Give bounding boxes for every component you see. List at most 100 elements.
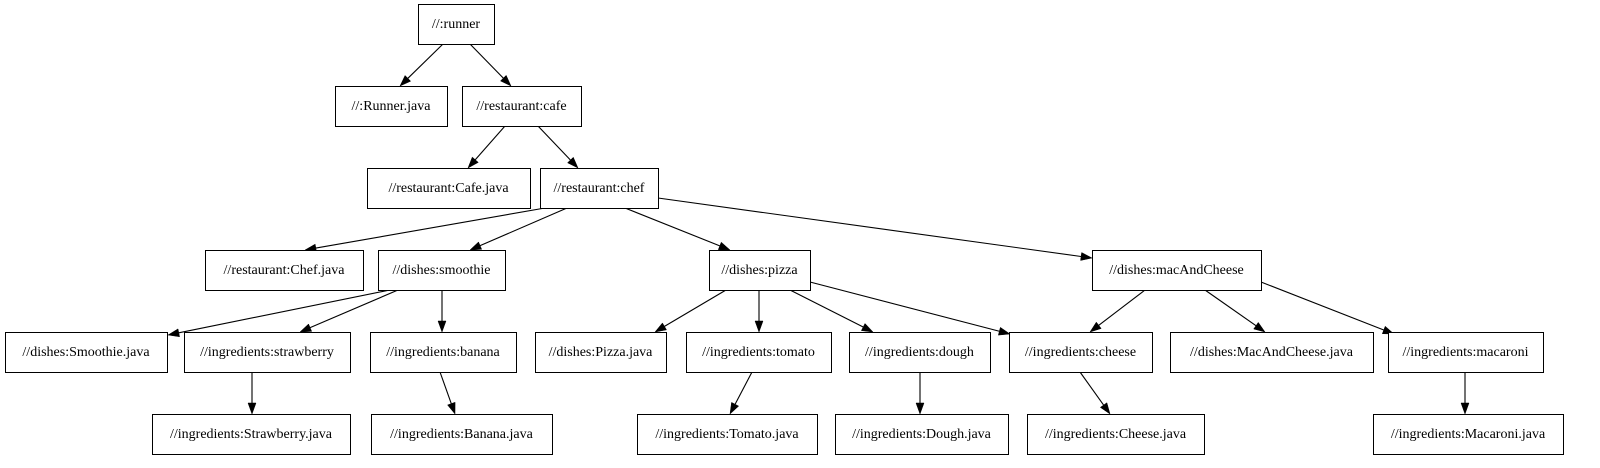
node-box[interactable] <box>637 414 818 455</box>
graph-node[interactable]: //dishes:Pizza.java <box>535 332 667 373</box>
graph-edge <box>167 289 391 338</box>
node-label: //ingredients:dough <box>865 345 974 360</box>
node-box[interactable] <box>709 250 811 291</box>
node-box[interactable] <box>1027 414 1205 455</box>
graph-node[interactable]: //restaurant:chef <box>540 168 659 209</box>
graph-edge <box>1079 371 1111 415</box>
edge-arrowhead-icon <box>167 328 180 338</box>
graph-node[interactable]: //restaurant:Cafe.java <box>367 168 531 209</box>
graph-node[interactable]: //restaurant:cafe <box>462 86 582 127</box>
node-box[interactable] <box>5 332 168 373</box>
node-box[interactable] <box>849 332 991 373</box>
graph-node[interactable]: //:runner <box>418 4 495 45</box>
edge-arrowhead-icon <box>469 241 483 251</box>
node-box[interactable] <box>1388 332 1544 373</box>
edge-line <box>657 197 1082 258</box>
edge-line <box>469 43 504 79</box>
edge-line <box>734 371 753 405</box>
graph-edge <box>1460 372 1470 415</box>
graph-edge <box>399 43 444 87</box>
graph-node[interactable]: //dishes:pizza <box>709 250 811 291</box>
graph-node[interactable]: //restaurant:Chef.java <box>205 250 364 291</box>
node-box[interactable] <box>371 414 553 455</box>
node-label: //ingredients:cheese <box>1025 345 1136 360</box>
graph-node[interactable]: //ingredients:Tomato.java <box>637 414 818 455</box>
edge-arrowhead-icon <box>754 320 764 333</box>
graph-node[interactable]: //ingredients:tomato <box>686 332 832 373</box>
graph-node[interactable]: //:Runner.java <box>335 86 448 127</box>
node-label: //:runner <box>432 17 481 32</box>
graph-node[interactable]: //dishes:smoothie <box>378 250 506 291</box>
graph-edge <box>789 289 874 333</box>
node-label: //ingredients:tomato <box>702 345 815 360</box>
edge-arrowhead-icon <box>915 402 925 415</box>
node-box[interactable] <box>1373 414 1564 455</box>
node-label: //dishes:MacAndCheese.java <box>1190 345 1354 360</box>
edge-arrowhead-icon <box>247 402 257 415</box>
node-box[interactable] <box>535 332 667 373</box>
node-label: //ingredients:Macaroni.java <box>1391 427 1546 442</box>
edge-line <box>809 281 1000 332</box>
node-label: //dishes:pizza <box>721 263 798 278</box>
node-box[interactable] <box>184 332 351 373</box>
node-box[interactable] <box>462 86 582 127</box>
edge-line <box>178 289 391 334</box>
edge-arrowhead-icon <box>567 156 579 169</box>
graph-node[interactable]: //dishes:Smoothie.java <box>5 332 168 373</box>
edge-line <box>1204 289 1257 327</box>
node-box[interactable] <box>205 250 364 291</box>
edge-arrowhead-icon <box>1099 402 1111 415</box>
node-label: //restaurant:Chef.java <box>224 263 346 278</box>
graph-edge <box>754 290 764 333</box>
node-box[interactable] <box>1170 332 1374 373</box>
node-box[interactable] <box>418 4 495 45</box>
node-label: //dishes:Pizza.java <box>549 345 654 360</box>
node-box[interactable] <box>335 86 448 127</box>
graph-node[interactable]: //ingredients:macaroni <box>1388 332 1544 373</box>
node-box[interactable] <box>1009 332 1153 373</box>
node-box[interactable] <box>367 168 531 209</box>
graph-edge <box>657 197 1093 261</box>
edge-arrowhead-icon <box>998 326 1011 336</box>
graph-node[interactable]: //ingredients:dough <box>849 332 991 373</box>
graph-edge <box>915 372 925 415</box>
graph-node[interactable]: //ingredients:Macaroni.java <box>1373 414 1564 455</box>
graph-edge <box>437 290 447 333</box>
graph-node[interactable]: //ingredients:Strawberry.java <box>152 414 351 455</box>
graph-node[interactable]: //ingredients:banana <box>370 332 517 373</box>
node-box[interactable] <box>378 250 506 291</box>
graph-edge <box>299 289 399 333</box>
node-label: //ingredients:strawberry <box>200 345 334 360</box>
graph-node[interactable]: //dishes:macAndCheese <box>1092 250 1262 291</box>
edge-line <box>664 289 727 327</box>
edge-line <box>474 125 506 161</box>
node-label: //restaurant:Cafe.java <box>388 181 509 196</box>
nodes-layer: //:runner //:Runner.java //restaurant:cafe… <box>5 4 1564 455</box>
graph-node[interactable]: //ingredients:strawberry <box>184 332 351 373</box>
graph-edge <box>537 125 579 169</box>
graph-edge <box>1089 289 1146 333</box>
graph-node[interactable]: //dishes:MacAndCheese.java <box>1170 332 1374 373</box>
node-label: //restaurant:cafe <box>476 99 566 114</box>
node-box[interactable] <box>152 414 351 455</box>
graph-node[interactable]: //ingredients:cheese <box>1009 332 1153 373</box>
node-box[interactable] <box>835 414 1009 455</box>
node-label: //ingredients:Strawberry.java <box>170 427 333 442</box>
node-box[interactable] <box>686 332 832 373</box>
graph-node[interactable]: //ingredients:Dough.java <box>835 414 1009 455</box>
edge-line <box>537 125 571 161</box>
graph-edge <box>809 281 1011 336</box>
node-label: //ingredients:Dough.java <box>852 427 992 442</box>
edge-line <box>315 207 546 249</box>
graph-edge <box>624 207 731 251</box>
node-box[interactable] <box>1092 250 1262 291</box>
edge-arrowhead-icon <box>1460 402 1470 415</box>
node-box[interactable] <box>540 168 659 209</box>
edge-arrowhead-icon <box>1089 321 1102 333</box>
node-box[interactable] <box>370 332 517 373</box>
graph-node[interactable]: //ingredients:Cheese.java <box>1027 414 1205 455</box>
edge-arrowhead-icon <box>399 75 412 87</box>
graph-node[interactable]: //ingredients:Banana.java <box>371 414 553 455</box>
